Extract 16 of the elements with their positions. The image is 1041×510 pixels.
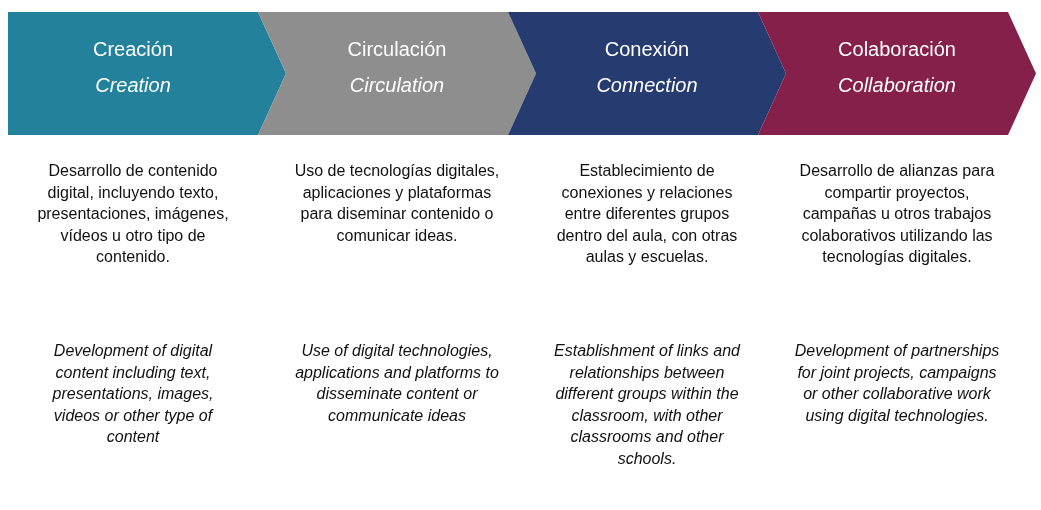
- translation-text: Establishment of links and relationships between different groups within the classroom, with other classrooms and other schools.: [553, 341, 742, 469]
- description-text: Desarrollo de contenido digital, incluyendo texto, presentaciones, imágenes, vídeos u otro tipo de contenido.: [36, 161, 230, 267]
- stage-title: Circulación: [346, 38, 448, 61]
- translation-text: Development of digital content including text, presentations, images, videos or other type of content: [51, 341, 215, 447]
- description-text: Uso de tecnologías digitales, aplicaciones y plataformas para diseminar contenido o comunicar ideas.: [294, 161, 500, 246]
- description-text: Establecimiento de conexiones y relaciones entre diferentes grupos dentro del aula, con otras aulas y escuelas.: [555, 161, 739, 267]
- stage-title: Conexión: [603, 38, 691, 61]
- stage-title: Colaboración: [837, 38, 957, 61]
- stage-subtitle: Connection: [595, 74, 699, 97]
- stage-title: Creación: [91, 38, 174, 61]
- stage-subtitle: Circulation: [348, 74, 446, 97]
- stage-subtitle: Collaboration: [837, 74, 957, 97]
- translation-text: Use of digital technologies, applications and platforms to disseminate content or communicate ideas: [294, 341, 500, 426]
- description-text: Desarrollo de alianzas para compartir proyectos, campañas u otros trabajos colaborativos utilizando las tecnologías digitales.: [798, 161, 996, 267]
- translation-text: Development of partnerships for joint projects, campaigns or other collaborative work using digital technologies.: [794, 341, 1000, 426]
- stage-subtitle: Creation: [94, 74, 172, 97]
